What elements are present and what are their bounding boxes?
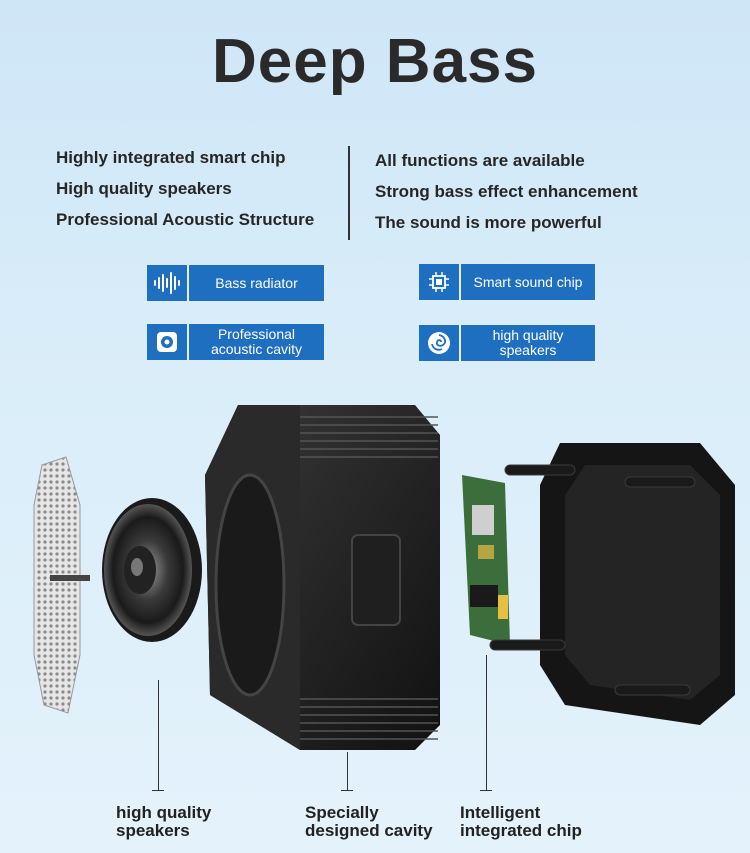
grille-plate: [33, 456, 90, 714]
callout-chip: Intelligent integrated chip: [460, 803, 582, 840]
callout-tick: [480, 790, 492, 791]
feature-item: Strong bass effect enhancement: [375, 182, 638, 201]
callout-leader: [158, 680, 159, 790]
feature-item: Professional Acoustic Structure: [56, 210, 315, 229]
feature-item: All functions are available: [375, 151, 585, 170]
chip-icon: [419, 264, 461, 300]
page-title: Deep Bass: [211, 27, 539, 96]
callout-leader: [486, 655, 487, 790]
badge-label: Bass radiator: [189, 265, 324, 301]
badge-high-quality-speakers: high quality speakers: [419, 325, 595, 361]
badge-label: Professional acoustic cavity: [189, 324, 324, 360]
feature-item: High quality speakers: [56, 179, 232, 198]
callout-tick: [341, 790, 353, 791]
badge-acoustic-cavity: Professional acoustic cavity: [147, 324, 324, 360]
speaker-swirl-icon: [419, 325, 461, 361]
badge-smart-sound-chip: Smart sound chip: [419, 264, 595, 300]
feature-item: Highly integrated smart chip: [56, 148, 286, 167]
badge-label: high quality speakers: [461, 325, 595, 361]
cavity-icon: [147, 324, 189, 360]
callout-leader: [347, 752, 348, 790]
circuit-board: [462, 475, 510, 645]
callout-speakers: high quality speakers: [116, 803, 212, 840]
callout-tick: [152, 790, 164, 791]
badge-label: Smart sound chip: [461, 264, 595, 300]
feature-list-right: All functions are available Strong bass …: [375, 148, 638, 241]
badge-bass-radiator: Bass radiator: [147, 265, 324, 301]
back-cover: [489, 443, 735, 725]
waveform-icon: [147, 265, 189, 301]
feature-list-left: Highly integrated smart chip High qualit…: [56, 145, 314, 238]
feature-divider: [348, 146, 350, 240]
speaker-driver: [102, 498, 202, 642]
speaker-cavity-body: [205, 405, 440, 750]
feature-item: The sound is more powerful: [375, 213, 602, 232]
exploded-speaker-illustration: [33, 405, 735, 750]
callout-cavity: Specially designed cavity: [305, 803, 433, 840]
